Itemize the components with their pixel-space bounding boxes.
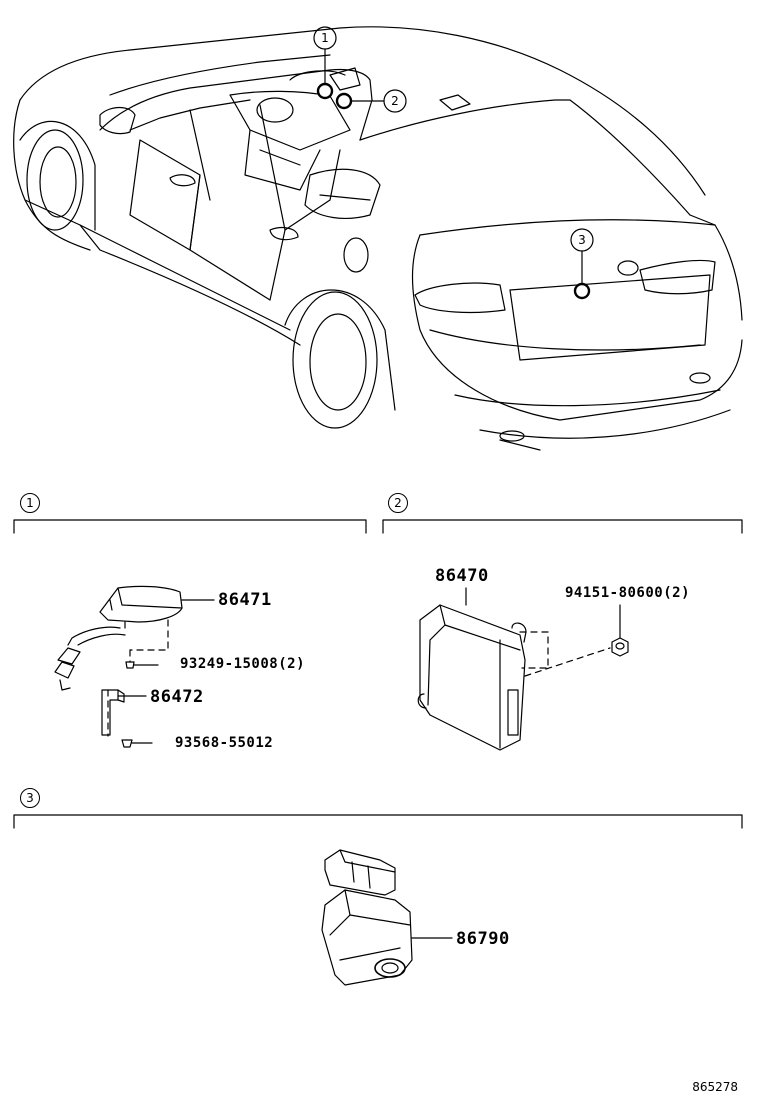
part-86470-label: 86470 <box>435 566 489 586</box>
callout-1 <box>313 26 337 100</box>
callout-3-label: 3 <box>578 233 586 247</box>
callout-2-label: 2 <box>391 94 399 108</box>
section-rule-1 <box>13 519 367 534</box>
section-rule-3 <box>13 814 743 829</box>
part-86472-drawing <box>101 689 147 736</box>
section-3-badge: 3 <box>20 788 40 808</box>
part-86471-label: 86471 <box>218 590 272 610</box>
callout-1-label: 1 <box>321 31 329 45</box>
section-rule-2 <box>382 519 743 534</box>
section-1-badge: 1 <box>20 493 40 513</box>
callout-2 <box>335 89 407 113</box>
section-2-badge: 2 <box>388 493 408 513</box>
part-86790-label: 86790 <box>456 929 510 949</box>
part-93249-label: 93249-15008(2) <box>180 656 306 672</box>
part-93568-label: 93568-55012 <box>175 735 274 751</box>
part-86790-drawing <box>321 849 453 986</box>
callout-3 <box>570 228 594 300</box>
part-86471-drawing <box>99 585 215 623</box>
car-illustration <box>13 26 743 451</box>
part-86472-label: 86472 <box>150 687 204 707</box>
nut-94151-drawing <box>611 604 629 657</box>
dashed-guide-1 <box>107 619 169 737</box>
part-86470-drawing <box>417 587 527 751</box>
wire-harness-drawing <box>54 626 126 691</box>
screw-93249-drawing <box>125 661 159 669</box>
screw-93568-drawing <box>121 739 153 748</box>
illustration-reference-number: 865278 <box>692 1080 738 1094</box>
dashed-guide-2 <box>519 631 611 677</box>
part-94151-label: 94151-80600(2) <box>565 585 691 601</box>
